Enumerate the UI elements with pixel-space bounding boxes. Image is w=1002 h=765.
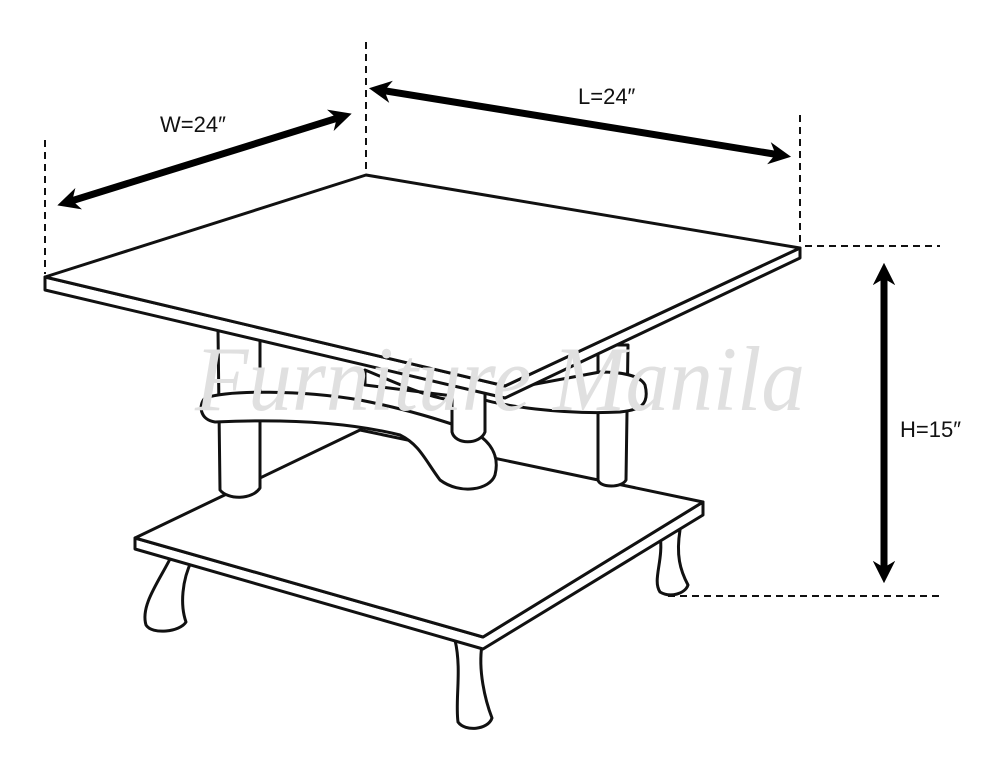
lower-shelf xyxy=(133,428,705,651)
watermark-logo: Furniture Manila xyxy=(194,328,805,430)
shelf-feet xyxy=(143,528,690,730)
width-label: W=24″ xyxy=(160,112,226,137)
width-arrow xyxy=(57,109,352,210)
length-arrow xyxy=(368,80,792,165)
extension-lines xyxy=(44,42,940,597)
height-label: H=15″ xyxy=(900,417,961,442)
length-label: L=24″ xyxy=(578,84,636,109)
table-legs xyxy=(199,328,648,499)
